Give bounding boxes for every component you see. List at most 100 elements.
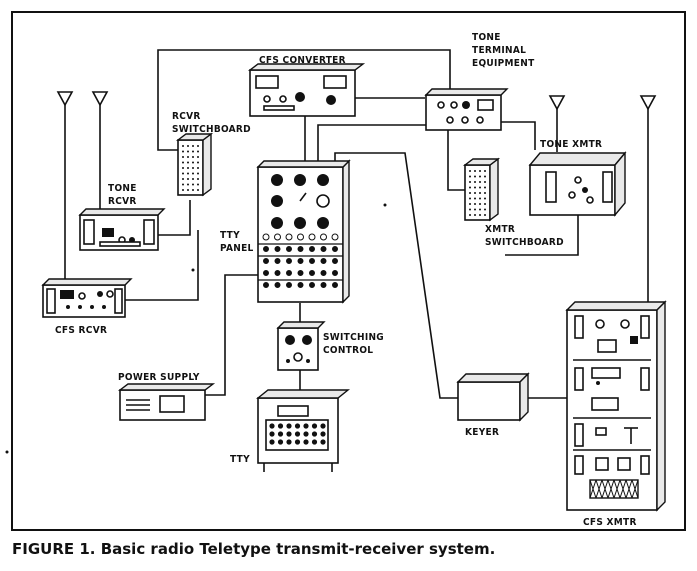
panel-jack bbox=[331, 233, 339, 241]
switching-control-label-line1: SWITCHING bbox=[323, 332, 384, 343]
jack-dot bbox=[197, 189, 199, 191]
panel-jack bbox=[286, 270, 292, 276]
tty-key bbox=[286, 423, 292, 429]
tone-rcvr-label-line1: TONE bbox=[108, 183, 137, 194]
tty-key bbox=[311, 439, 318, 445]
jack-dot bbox=[479, 203, 481, 205]
tty-key bbox=[303, 431, 309, 437]
power-supply-unit bbox=[117, 383, 216, 421]
panel-jack bbox=[297, 233, 304, 241]
panel-jack bbox=[320, 270, 327, 276]
jack-dot bbox=[197, 145, 199, 147]
jack-dot bbox=[484, 203, 486, 205]
jack-dot bbox=[197, 178, 199, 180]
jack-dot bbox=[484, 186, 486, 189]
jack-dot bbox=[474, 208, 476, 211]
jack-dot bbox=[484, 208, 486, 211]
jack-dot bbox=[182, 156, 184, 158]
jack-dot bbox=[197, 150, 199, 153]
jack-dot bbox=[192, 161, 194, 164]
jack-dot bbox=[469, 192, 471, 194]
tone-rcvr-label-line2: RCVR bbox=[108, 196, 137, 207]
jack-dot bbox=[479, 181, 481, 183]
grill-line bbox=[625, 479, 633, 499]
panel-jack bbox=[309, 270, 315, 276]
jack-dot bbox=[182, 178, 184, 180]
panel-jack bbox=[286, 258, 292, 264]
cfs-xmtr-label: CFS XMTR bbox=[583, 517, 637, 528]
cfs-xmtr-unit bbox=[565, 300, 667, 512]
tty-machine-unit bbox=[256, 389, 350, 472]
jack-dot bbox=[474, 175, 476, 178]
panel-jack bbox=[262, 233, 270, 241]
panel-jack bbox=[297, 258, 304, 264]
jack-dot bbox=[469, 214, 471, 216]
panel-jack bbox=[274, 270, 281, 276]
jack-dot bbox=[182, 172, 184, 175]
tty-key bbox=[320, 423, 326, 429]
jack-dot bbox=[182, 150, 184, 153]
jack-dot bbox=[182, 145, 184, 147]
tty-key bbox=[294, 439, 301, 445]
jack-dot bbox=[479, 192, 481, 194]
jack-dot bbox=[484, 197, 486, 200]
panel-jack bbox=[320, 233, 327, 241]
jack-dot bbox=[479, 214, 481, 216]
jack-dot bbox=[469, 208, 471, 211]
tone-terminal-label-line3: EQUIPMENT bbox=[472, 58, 535, 69]
cfs-converter-unit bbox=[247, 63, 366, 117]
jack-dot bbox=[197, 167, 199, 169]
jack-dot bbox=[469, 203, 471, 205]
panel-jack bbox=[297, 246, 304, 252]
rcvr-switchboard-label-line2: SWITCHBOARD bbox=[172, 124, 251, 135]
grill-line bbox=[607, 479, 615, 499]
jack-dot bbox=[474, 181, 476, 183]
jack-dot bbox=[192, 178, 194, 180]
jack-dot bbox=[187, 161, 189, 164]
xmtr-switchboard-unit bbox=[462, 157, 501, 222]
jack-dot bbox=[469, 181, 471, 183]
panel-jack bbox=[286, 246, 292, 252]
jack-dot bbox=[187, 156, 189, 158]
panel-jack bbox=[297, 270, 304, 276]
jack-dot bbox=[187, 150, 189, 153]
jack-dot bbox=[197, 183, 199, 186]
figure-frame bbox=[11, 11, 686, 531]
panel-jack bbox=[308, 233, 316, 241]
jack-dot bbox=[484, 214, 486, 216]
grill-line bbox=[631, 479, 639, 499]
tone-xmtr-label: TONE XMTR bbox=[540, 139, 602, 150]
jack-dot bbox=[474, 203, 476, 205]
tone-xmtr-unit bbox=[528, 151, 627, 217]
jack-dot bbox=[182, 161, 184, 164]
grill-line bbox=[601, 479, 609, 499]
panel-jack bbox=[332, 270, 338, 276]
jack-dot bbox=[484, 181, 486, 183]
jack-dot bbox=[192, 145, 194, 147]
jack-dot bbox=[187, 178, 189, 180]
panel-jack bbox=[320, 258, 327, 264]
jack-dot bbox=[182, 167, 184, 169]
grill-line bbox=[613, 479, 621, 499]
panel-jack bbox=[263, 246, 269, 252]
panel-jack bbox=[274, 282, 281, 288]
panel-jack bbox=[263, 270, 269, 276]
jack-dot bbox=[479, 197, 481, 200]
rcvr-switchboard-label-line1: RCVR bbox=[172, 111, 201, 122]
jack-dot bbox=[484, 175, 486, 178]
wiring bbox=[64, 49, 649, 400]
tty-key bbox=[294, 423, 301, 429]
jack-dot bbox=[192, 167, 194, 169]
tty-panel-unit bbox=[256, 159, 351, 304]
panel-jack bbox=[274, 246, 281, 252]
tone-terminal-label-line1: TONE bbox=[472, 32, 501, 43]
tone-terminal-label-line2: TERMINAL bbox=[472, 45, 526, 56]
tty-panel-label-line1: TTY bbox=[220, 230, 240, 241]
panel-jack bbox=[309, 246, 315, 252]
tone-terminal-equipment-unit bbox=[424, 88, 509, 131]
jack-dot bbox=[474, 197, 476, 200]
jack-dot bbox=[469, 186, 471, 189]
jack-dot bbox=[187, 183, 189, 186]
jack-dot bbox=[474, 186, 476, 189]
